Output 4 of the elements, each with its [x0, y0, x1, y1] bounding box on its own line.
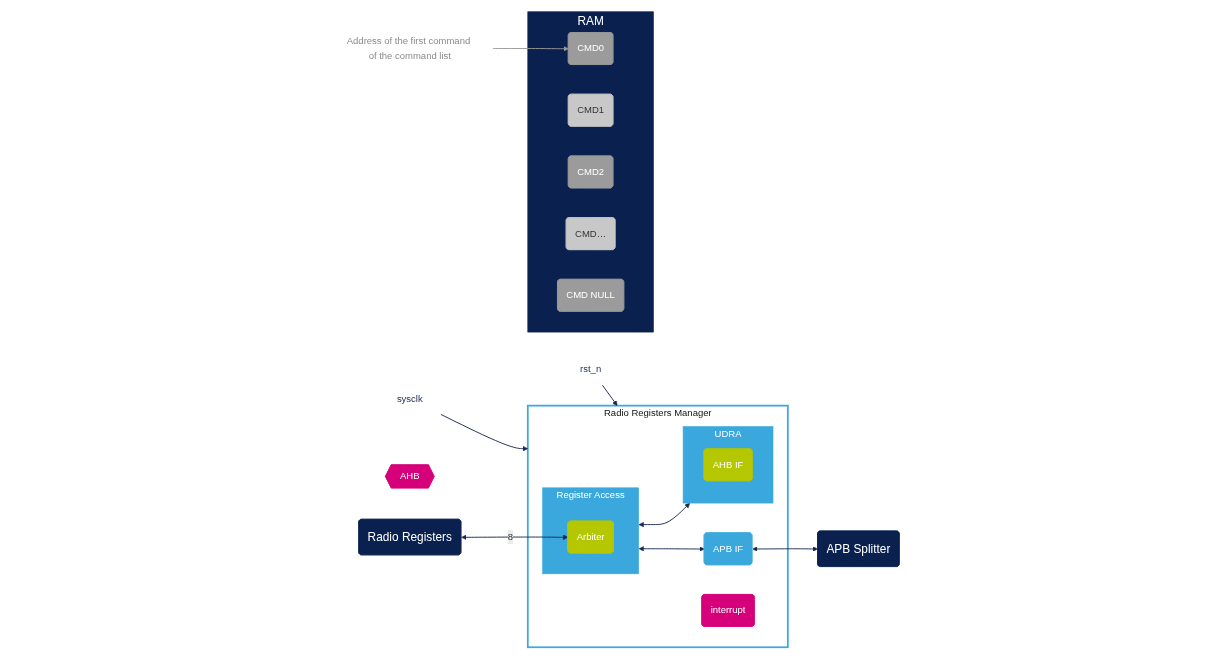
node-text: rst_n — [580, 363, 602, 374]
node-text: Address of the first command of the command list — [346, 36, 471, 61]
edge-label: 8 — [507, 531, 513, 542]
node-text: sysclk — [396, 393, 423, 404]
